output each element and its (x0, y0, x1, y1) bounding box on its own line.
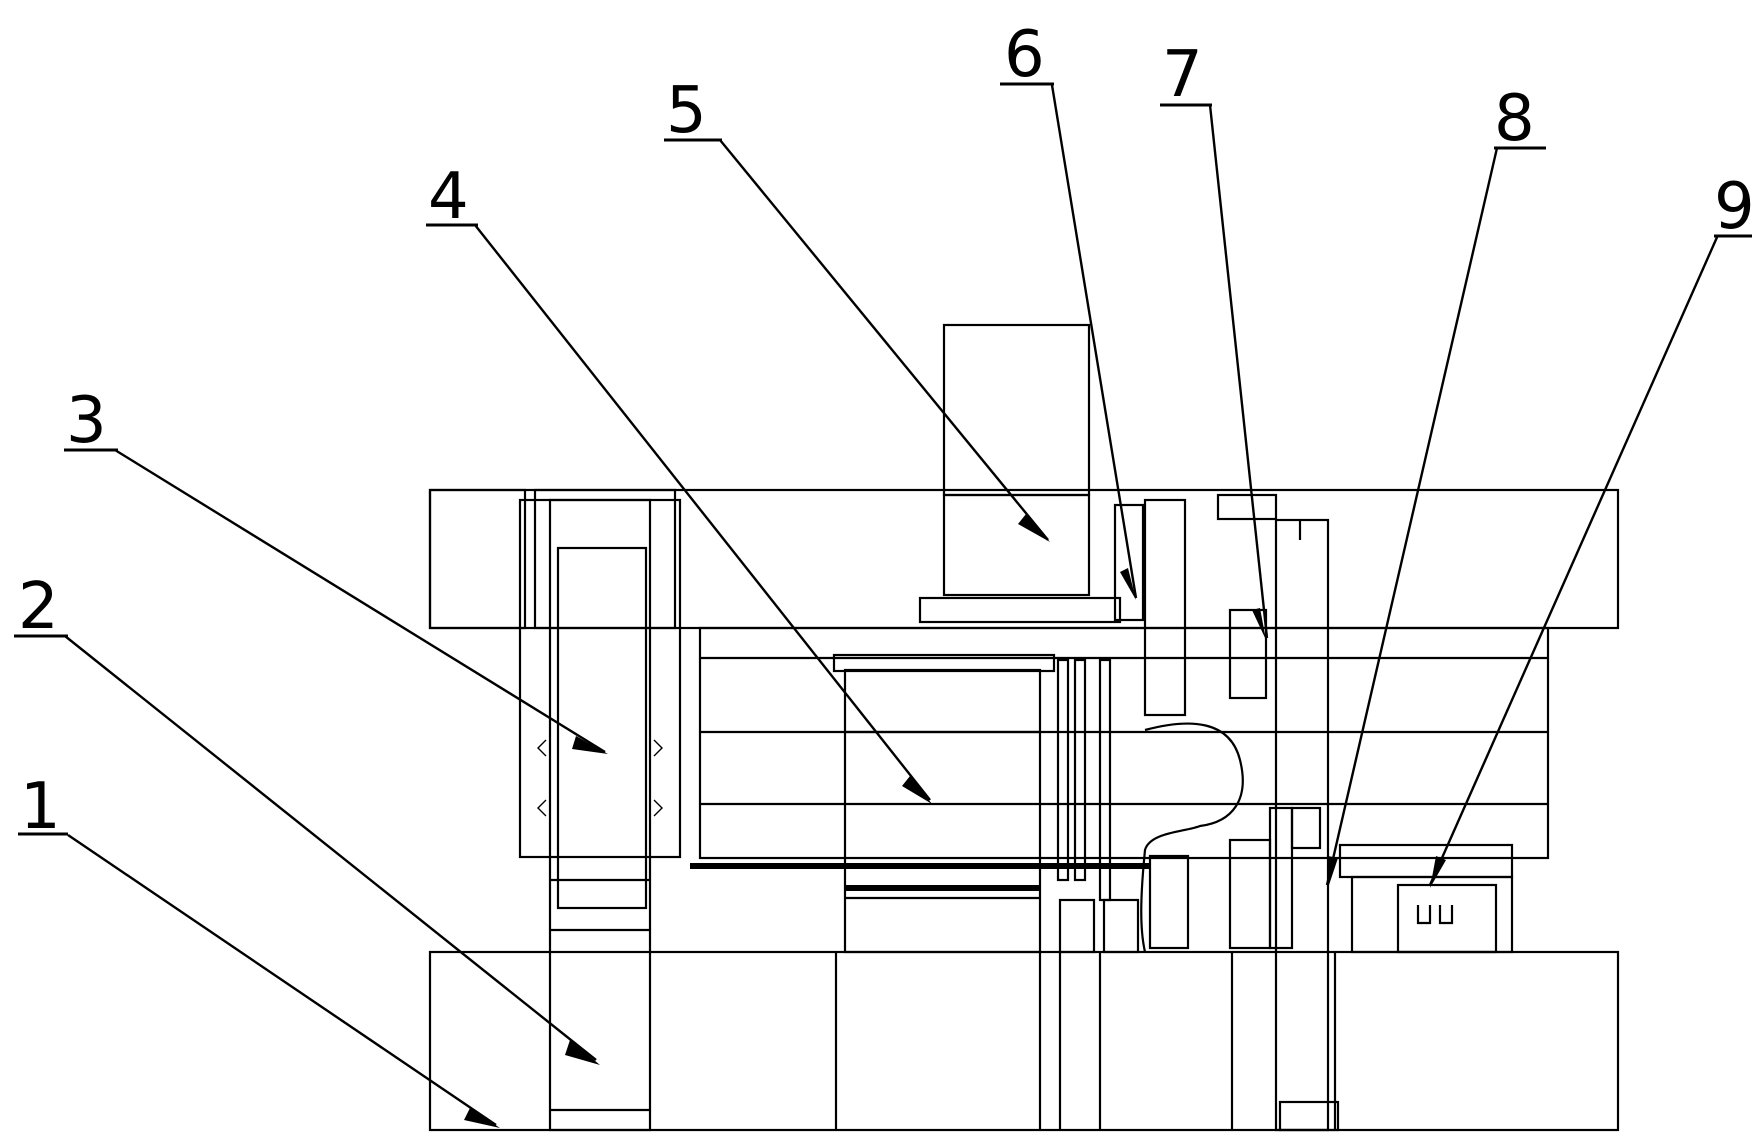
leader-8 (1325, 147, 1499, 886)
callout-4: 4 (428, 160, 469, 234)
arrow-8 (1328, 856, 1338, 888)
callout-2: 2 (18, 570, 59, 644)
leader-2 (64, 635, 597, 1061)
arrow-4 (902, 776, 932, 804)
arrow-1 (464, 1108, 500, 1128)
punch-shank (832, 323, 1122, 673)
pins-and-slides (1056, 493, 1340, 1132)
leader-6 (1050, 84, 1138, 599)
bottom-plate (428, 950, 1620, 1132)
callout-5: 5 (666, 74, 707, 148)
leader-3 (114, 448, 606, 754)
callout-6: 6 (1004, 18, 1045, 92)
leader-4 (474, 224, 931, 801)
stripper-block (1338, 843, 1514, 954)
guide-pillar (518, 498, 682, 1132)
arrow-5 (1018, 514, 1050, 542)
leader-lines (64, 84, 1720, 1128)
callout-8: 8 (1494, 82, 1535, 156)
callout-3: 3 (66, 384, 107, 458)
leader-5 (719, 139, 1049, 541)
leader-9 (1428, 234, 1720, 886)
leader-1 (67, 834, 497, 1126)
arrow-6 (1120, 568, 1136, 600)
callout-7: 7 (1162, 38, 1203, 112)
callout-9: 9 (1714, 170, 1755, 244)
center-die (843, 668, 1042, 954)
arrow-2 (565, 1040, 600, 1065)
side-cam (1140, 722, 1294, 953)
upper-die-block (690, 626, 1550, 891)
arrow-9 (1430, 856, 1446, 888)
arrow-7 (1252, 608, 1266, 640)
arrow-3 (572, 736, 608, 754)
callout-1: 1 (20, 770, 61, 844)
leader-7 (1208, 104, 1269, 639)
callouts: 1 2 3 4 5 6 7 8 9 (14, 18, 1755, 844)
